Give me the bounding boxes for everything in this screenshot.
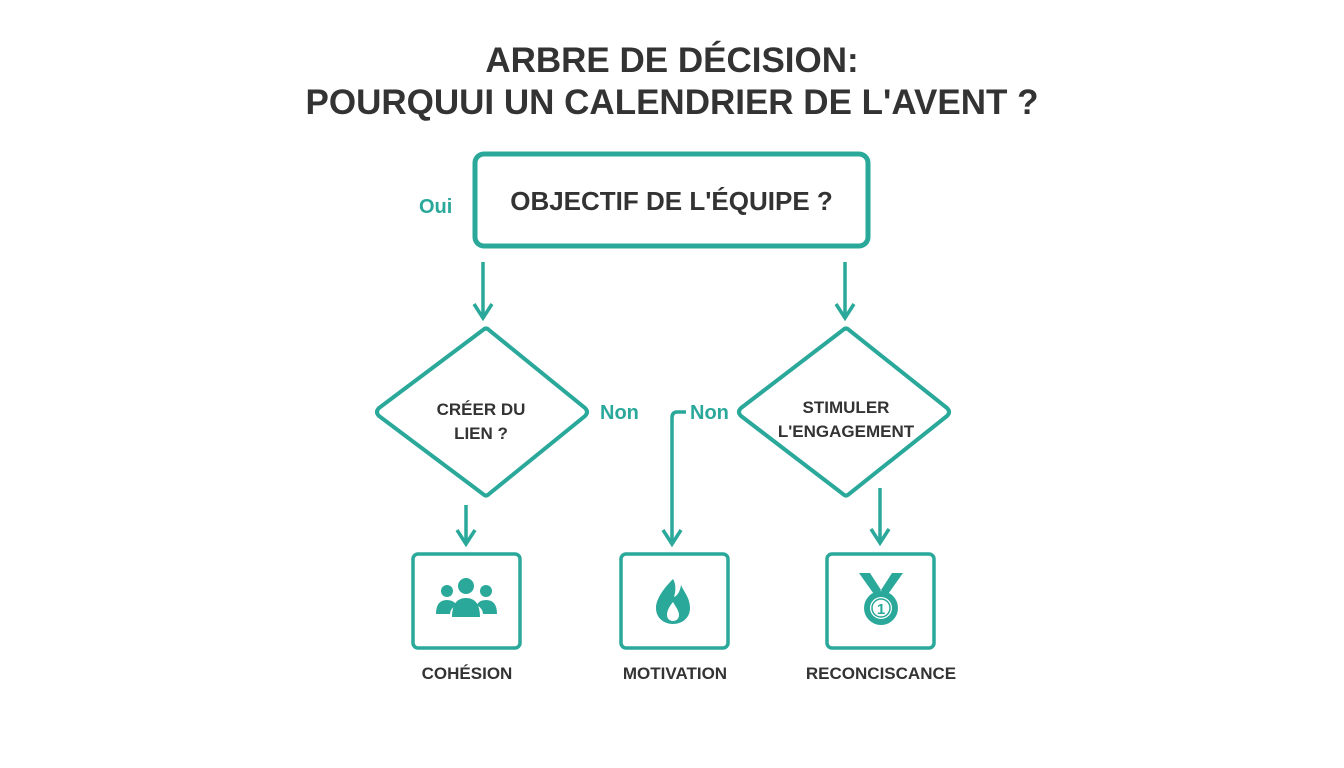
decision-right-line1: STIMULER bbox=[802, 398, 890, 417]
label-non-left: Non bbox=[600, 402, 639, 424]
arrow-non-to-motivation bbox=[670, 410, 686, 542]
decision-left-line1: CRÉER DU bbox=[436, 400, 526, 419]
decision-left-line2: LIEN ? bbox=[454, 424, 508, 443]
label-oui: Oui bbox=[419, 196, 453, 218]
decision-diamond-right bbox=[737, 326, 951, 498]
svg-text:1: 1 bbox=[877, 601, 885, 618]
decision-diamond-left bbox=[375, 326, 589, 498]
decision-right-line2: L'ENGAGEMENT bbox=[777, 422, 915, 441]
caption-cohesion: COHÉSION bbox=[421, 664, 513, 683]
decision-left-text: CRÉER DU LIEN ? bbox=[400, 398, 562, 446]
root-question-label: OBJECTIF DE L'ÉQUIPE ? bbox=[510, 186, 833, 216]
medal-icon: 1 bbox=[859, 573, 903, 625]
root-question-box bbox=[472, 151, 871, 249]
flame-icon bbox=[656, 579, 690, 624]
decision-right-text: STIMULER L'ENGAGEMENT bbox=[765, 396, 927, 444]
page-subtitle: POURQUUI UN CALENDRIER DE L'AVENT ? bbox=[305, 83, 1039, 122]
label-non-right: Non bbox=[690, 402, 729, 424]
caption-recognition: RECONCISCANCE bbox=[805, 664, 957, 683]
caption-motivation: MOTIVATION bbox=[622, 664, 728, 683]
page-title: ARBRE DE DÉCISION: bbox=[485, 41, 859, 80]
group-icon bbox=[436, 578, 497, 617]
